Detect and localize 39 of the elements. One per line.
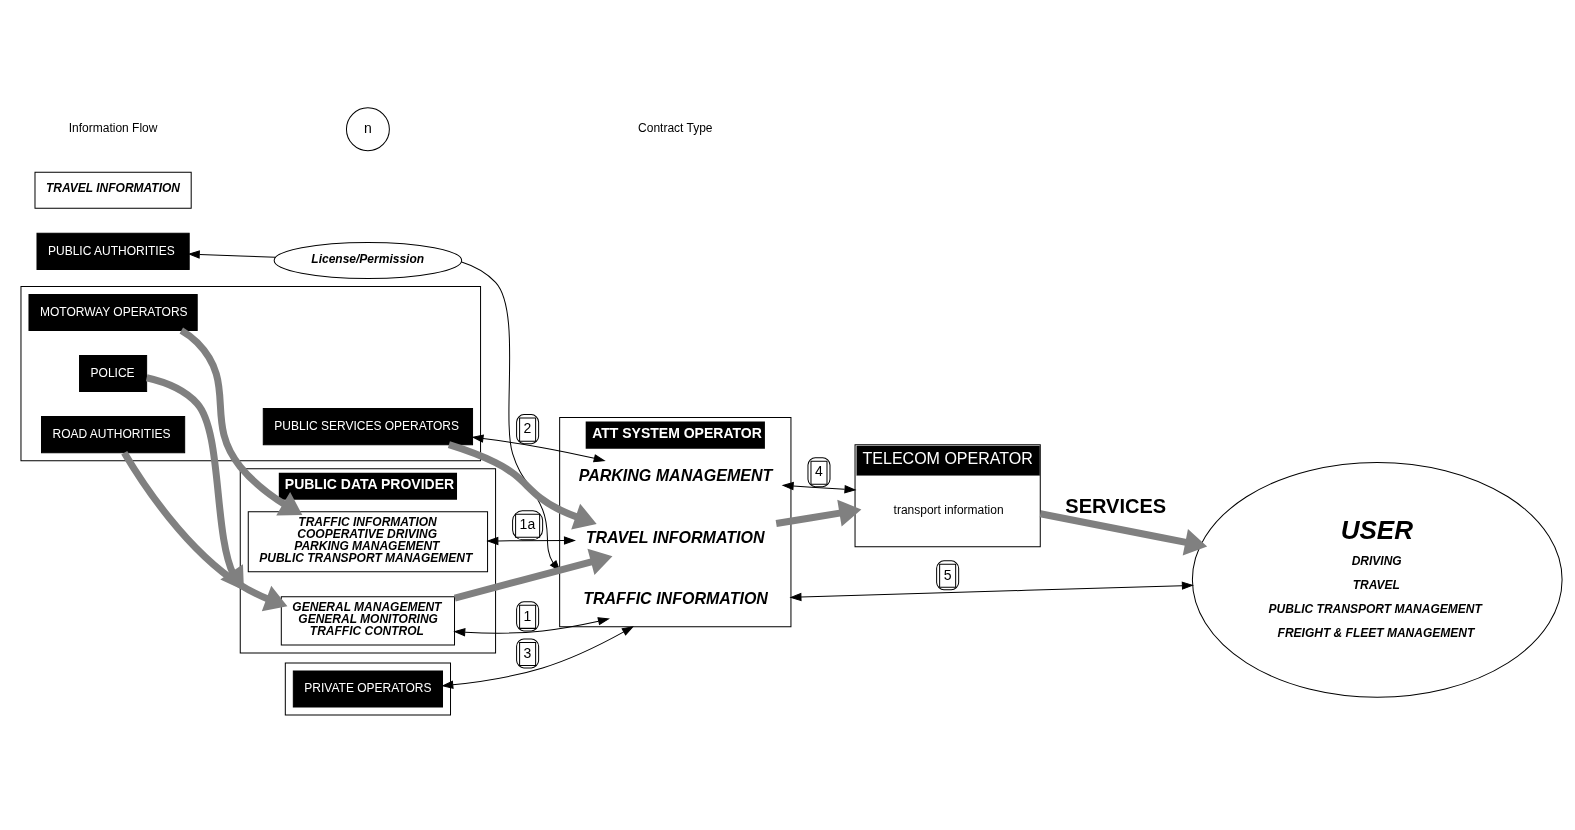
legend-label: Information Flow [68, 120, 158, 135]
node-box: PUBLIC AUTHORITIES [36, 232, 190, 270]
arrow [188, 249, 276, 258]
edge-label: 3 [523, 644, 532, 661]
node-box: PUBLIC SERVICES OPERATORS [262, 407, 474, 445]
arrow [121, 450, 288, 611]
cluster [284, 661, 451, 715]
edge-label: SERVICES [1065, 494, 1167, 517]
node-box: TRAVEL INFORMATION [34, 171, 192, 209]
arrow [1039, 509, 1208, 556]
edge-label: 5 [943, 566, 952, 583]
legend-label: Contract Type [638, 120, 713, 135]
label: n [364, 119, 372, 136]
node-text: TRAVEL INFORMATION [585, 527, 765, 546]
node-box: TRAFFIC INFORMATION COOPERATIVE DRIVING PARKING MANAGEMENT PUBLIC TRANSPORT MANAGEMENT [247, 510, 489, 572]
edge-label: 1a [519, 515, 536, 532]
arrow [487, 536, 575, 545]
node-ellipse: USER DRIVING TRAVEL PUBLIC TRANSPORT MANAGEMENT FREIGHT & FLEET MANAGEMENT [1191, 461, 1563, 698]
node-box: ROAD AUTHORITIES [41, 415, 186, 453]
node-box: PRIVATE OPERATORS [292, 669, 443, 707]
node-text: PARKING MANAGEMENT [578, 465, 773, 484]
node-box: POLICE [79, 354, 148, 392]
edge-label: 2 [523, 419, 532, 436]
node-box: MOTORWAY OPERATORS [28, 293, 198, 331]
edge-label: 4 [814, 462, 823, 479]
edge-label: 1 [523, 607, 532, 624]
arrow [454, 616, 609, 636]
arrow [782, 481, 856, 493]
arrow [447, 440, 597, 529]
arrow [472, 434, 605, 462]
arrow [453, 548, 613, 601]
arrow [442, 625, 634, 689]
arrow [179, 327, 303, 515]
arrow [145, 373, 244, 590]
node-box: GENERAL MANAGEMENT GENERAL MONITORING TRAFFIC CONTROL [280, 595, 455, 645]
node-ellipse: License/Permission [273, 241, 463, 279]
arrow [790, 581, 1193, 601]
arrow [775, 499, 862, 527]
node-text: TRAFFIC INFORMATION [583, 588, 768, 607]
